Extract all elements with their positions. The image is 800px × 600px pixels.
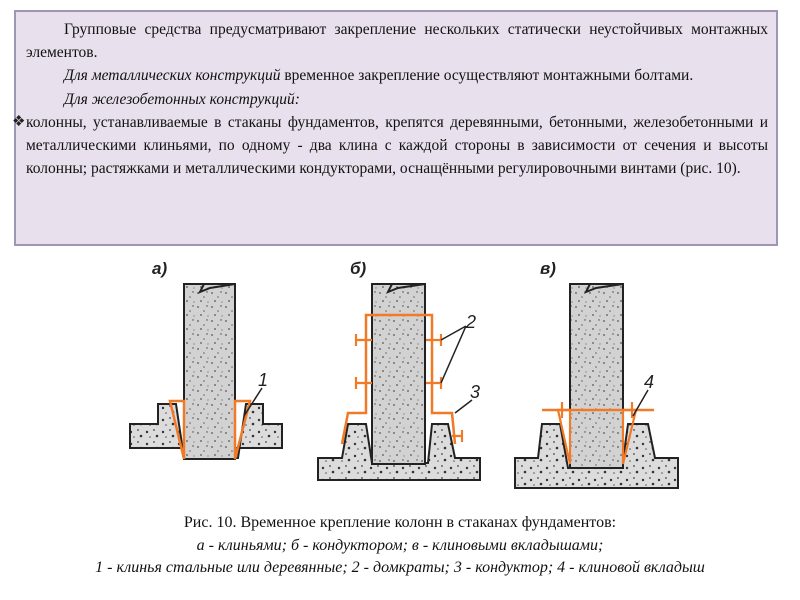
conductor-b xyxy=(340,313,457,445)
panel-a-label: а) xyxy=(152,259,167,278)
leader-2 xyxy=(440,325,467,384)
column-a-break xyxy=(184,283,236,294)
caption-legend: 1 - клинья стальные или деревянные; 2 - … xyxy=(95,559,705,576)
label-1: 1 xyxy=(258,370,268,390)
paragraph-concrete-heading: Для железобетонных конструкций: xyxy=(64,90,300,108)
caption-title: Рис. 10. Временное крепление колонн в ст… xyxy=(183,514,617,531)
column-b-break xyxy=(372,283,426,294)
bullet-text: колонны, устанавливаемые в стаканы фунда… xyxy=(26,113,768,178)
column-c-break xyxy=(570,283,624,294)
wedge-left-a xyxy=(168,399,186,460)
column-a xyxy=(183,283,236,460)
panel-b-conductor: б) 2 3 xyxy=(317,259,481,481)
label-2: 2 xyxy=(465,312,476,332)
bullet-item-columns: ❖колонны, устанавливаемые в стаканы фунд… xyxy=(12,111,768,181)
column-b xyxy=(371,283,426,465)
diamond-bullet-icon: ❖ xyxy=(12,113,26,130)
paragraph-group-means: Групповые средства предусматривают закре… xyxy=(26,21,768,62)
figure-10-diagram: а) 1 б) 2 3 в) 4 xyxy=(129,259,679,489)
panel-c-label: в) xyxy=(540,259,556,278)
label-4: 4 xyxy=(644,372,654,392)
metal-heading: Для металлических конструкций xyxy=(64,67,281,85)
column-c xyxy=(569,283,624,469)
text-box: Групповые средства предусматривают закре… xyxy=(12,10,778,246)
paragraph-metal: Для металлических конструкций временное … xyxy=(26,64,768,87)
panel-c-wedge-inserts: в) 4 xyxy=(514,259,679,489)
figure-caption: Рис. 10. Временное крепление колонн в ст… xyxy=(0,512,800,580)
leader-4 xyxy=(632,389,649,417)
panel-a-wedges: а) 1 xyxy=(129,259,283,460)
panel-b-label: б) xyxy=(350,259,367,278)
insert-wedges-c xyxy=(556,402,638,465)
label-3: 3 xyxy=(470,382,480,402)
foundation-b xyxy=(317,423,481,481)
leader-1 xyxy=(243,387,263,417)
metal-text: временное закрепление осуществляют монта… xyxy=(280,67,694,85)
caption-panels: а - клиньями; б - кондуктором; в - клино… xyxy=(196,536,604,554)
wedge-right-a xyxy=(233,399,252,460)
leader-3 xyxy=(454,399,473,414)
foundation-a xyxy=(129,403,283,459)
